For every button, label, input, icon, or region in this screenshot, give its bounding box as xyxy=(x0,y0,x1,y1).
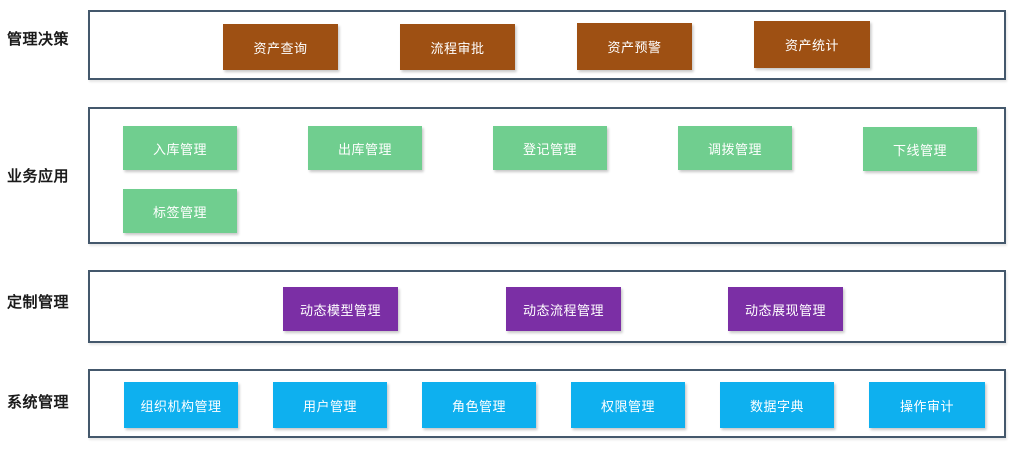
layer-label-system-management: 系统管理 xyxy=(7,394,70,411)
layer-label-business-application: 业务应用 xyxy=(7,168,70,185)
layer-label-custom-management: 定制管理 xyxy=(7,294,70,311)
module-box: 操作审计 xyxy=(869,382,985,428)
module-box: 出库管理 xyxy=(308,126,422,170)
module-box: 数据字典 xyxy=(720,382,834,428)
module-box: 下线管理 xyxy=(863,127,977,171)
module-box: 流程审批 xyxy=(400,24,515,70)
module-box: 动态模型管理 xyxy=(283,287,398,331)
module-box: 调拨管理 xyxy=(678,126,792,170)
module-box: 入库管理 xyxy=(123,126,237,170)
module-box: 资产查询 xyxy=(223,24,338,70)
module-box: 用户管理 xyxy=(273,382,387,428)
module-box: 标签管理 xyxy=(123,189,237,233)
module-box: 组织机构管理 xyxy=(124,382,238,428)
module-box: 动态流程管理 xyxy=(506,287,621,331)
module-box: 角色管理 xyxy=(422,382,536,428)
layer-label-management-decision: 管理决策 xyxy=(7,31,70,48)
module-box: 资产预警 xyxy=(577,23,692,70)
module-box: 资产统计 xyxy=(754,21,870,68)
band-system-management xyxy=(88,369,1006,438)
module-box: 登记管理 xyxy=(493,126,607,170)
module-box: 权限管理 xyxy=(571,382,685,428)
module-box: 动态展现管理 xyxy=(728,287,843,331)
